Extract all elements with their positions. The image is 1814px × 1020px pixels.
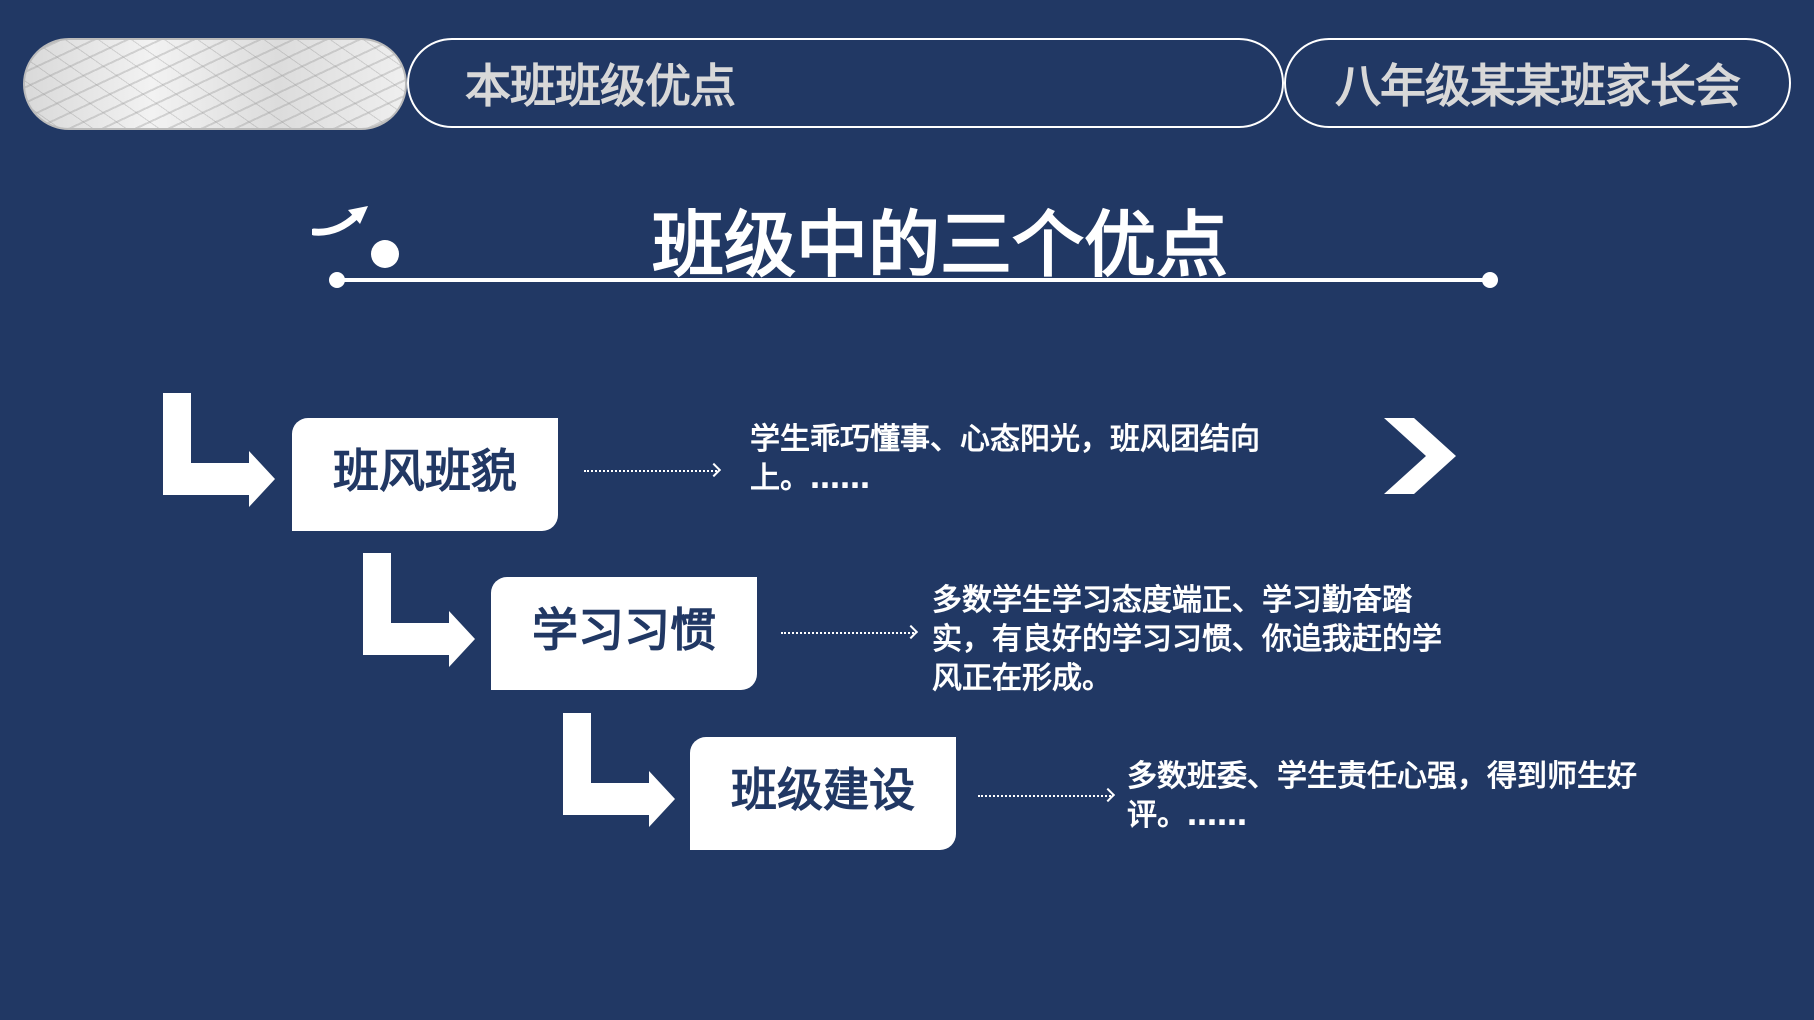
dotted-arrow-icon <box>978 795 1111 797</box>
page-title: 班级中的三个优点 <box>651 203 1228 287</box>
title-underline <box>337 278 1490 282</box>
swoosh-icon <box>312 206 399 268</box>
item-label: 班级建设 <box>731 762 915 817</box>
meeting-title-pill: 八年级某某班家长会 <box>1284 38 1791 128</box>
underline-dot-right <box>1482 272 1498 288</box>
dotted-arrow-icon <box>584 470 717 472</box>
underline-dot-left <box>329 272 345 288</box>
meeting-title: 八年级某某班家长会 <box>1335 59 1741 113</box>
item-label-box: 班风班貌 <box>292 418 558 531</box>
corner-arrow-icon <box>163 393 275 507</box>
item-description: 学生乖巧懂事、心态阳光，班风团结向上。…… <box>750 422 1260 496</box>
dotted-arrow-icon <box>781 632 914 634</box>
section-title-pill: 本班班级优点 <box>407 38 1284 128</box>
item-label: 班风班貌 <box>333 443 517 498</box>
corner-arrow-icon <box>563 713 675 827</box>
item-label-box: 班级建设 <box>690 737 956 850</box>
corner-arrow-icon <box>363 553 475 667</box>
item-description: 多数学生学习态度端正、学习勤奋踏实，有良好的学习习惯、你追我赶的学风正在形成。 <box>932 583 1442 696</box>
item-description: 多数班委、学生责任心强，得到师生好评。…… <box>1127 759 1637 833</box>
item-label: 学习习惯 <box>532 602 716 657</box>
marble-decoration <box>23 38 407 130</box>
section-title: 本班班级优点 <box>465 59 736 113</box>
item-label-box: 学习习惯 <box>491 577 757 690</box>
chevron-right-icon <box>1384 418 1456 494</box>
